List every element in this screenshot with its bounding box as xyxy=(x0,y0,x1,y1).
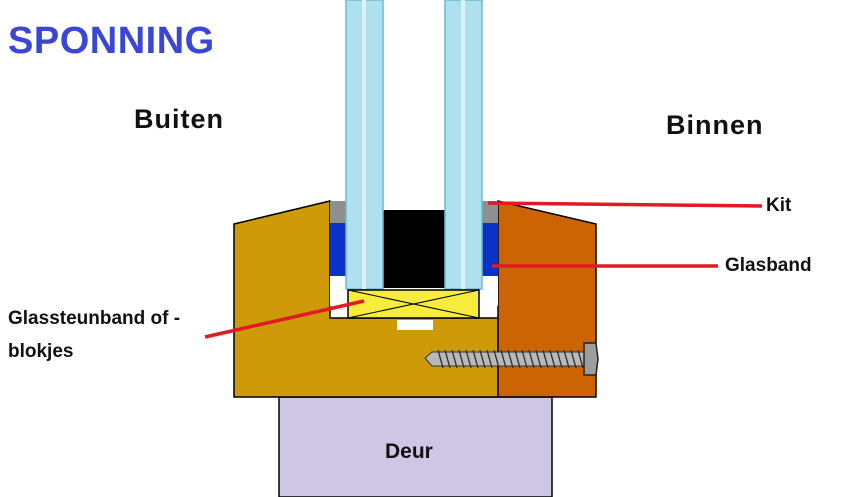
label-kit: Kit xyxy=(766,195,792,216)
drain-gap xyxy=(397,320,433,330)
screw-icon xyxy=(424,342,599,376)
label-deur: Deur xyxy=(385,440,433,463)
label-setting-block-line2: blokjes xyxy=(8,341,74,362)
label-setting-block-line1: Glassteunband of - xyxy=(8,308,181,329)
spacer-bar xyxy=(383,210,445,288)
sealant-right xyxy=(482,201,498,223)
sealant-left xyxy=(330,201,346,223)
leader-line-block xyxy=(204,299,365,339)
glazing-tape-left xyxy=(330,223,346,276)
rebate-gap-left xyxy=(330,276,346,306)
rebate-gap-right xyxy=(482,276,498,306)
label-binnen: Binnen xyxy=(666,110,764,140)
label-glasband: Glasband xyxy=(725,255,812,276)
label-buiten: Buiten xyxy=(134,104,224,134)
leader-line-kit xyxy=(487,201,763,208)
door-panel xyxy=(278,396,553,497)
glazing-tape-right xyxy=(482,223,498,276)
setting-block xyxy=(347,289,480,319)
page-title: SPONNING xyxy=(8,20,215,62)
glazing-bead-inside xyxy=(497,200,597,398)
